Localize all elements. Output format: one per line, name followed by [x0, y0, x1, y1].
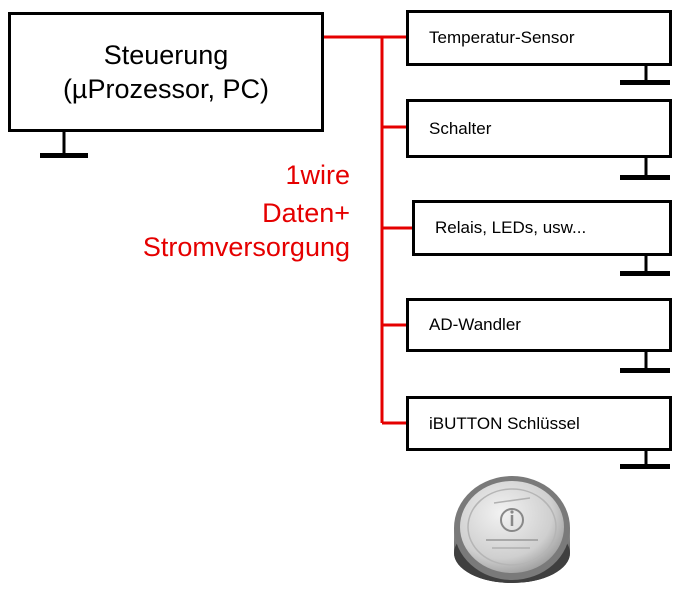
device-label: iBUTTON Schlüssel: [429, 413, 580, 433]
device-ibutton-schluessel: iBUTTON Schlüssel: [406, 396, 672, 451]
bus-label-strom: Stromversorgung: [142, 232, 350, 262]
controller-subtitle: (µProzessor, PC): [62, 74, 270, 104]
device-temperatur-sensor: Temperatur-Sensor: [406, 10, 672, 66]
ground-symbol: [620, 350, 670, 373]
controller-box: Steuerung (µProzessor, PC): [8, 12, 324, 132]
device-label: Schalter: [429, 118, 492, 138]
device-schalter: Schalter: [406, 99, 672, 158]
device-relais-leds: Relais, LEDs, usw...: [412, 200, 672, 256]
device-label: Relais, LEDs, usw...: [435, 218, 587, 237]
device-ad-wandler: AD-Wandler: [406, 298, 672, 352]
ground-symbol: [620, 64, 670, 85]
bus-label-1wire: 1wire: [285, 160, 350, 190]
ground-symbol: [40, 132, 88, 158]
ground-symbol: [620, 449, 670, 469]
ground-symbol: [620, 156, 670, 180]
bus-label-daten: Daten+: [262, 198, 350, 228]
ground-symbol: [620, 254, 670, 276]
device-label: Temperatur-Sensor: [429, 28, 575, 47]
controller-title: Steuerung: [103, 40, 229, 70]
ibutton-icon: [454, 476, 570, 583]
device-label: AD-Wandler: [429, 315, 521, 334]
